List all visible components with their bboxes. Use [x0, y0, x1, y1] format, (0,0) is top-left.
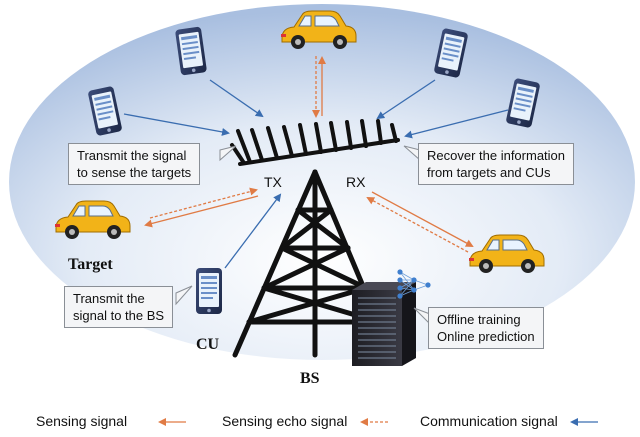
- server-icon: [352, 282, 416, 366]
- communication-arrow: [376, 79, 436, 120]
- communication-arrow: [404, 109, 509, 139]
- communication-arrow: [209, 79, 264, 118]
- legend-communication: Communication signal: [420, 413, 558, 429]
- coverage-area: [9, 4, 635, 360]
- sensing-arrow: [371, 191, 474, 247]
- neural-network-icon: [397, 269, 431, 299]
- callout-transmit-bs: Transmit the signal to the BS: [64, 286, 174, 328]
- sensing-arrow: [144, 195, 259, 228]
- communication-arrows: [123, 79, 509, 269]
- cu-label: CU: [196, 336, 220, 353]
- callout-line: Transmit the: [73, 291, 145, 306]
- callout-line: Recover the information: [427, 148, 566, 163]
- callout-line: signal to the BS: [73, 308, 165, 323]
- callout-line: to sense the targets: [77, 165, 192, 180]
- tx-label: TX: [264, 174, 282, 190]
- legend-echo: Sensing echo signal: [222, 413, 348, 429]
- callout-training: Offline training Online prediction: [428, 307, 544, 349]
- sensing-arrows: [144, 56, 474, 253]
- target-label: Target: [68, 256, 113, 273]
- callout-line: Transmit the signal: [77, 148, 187, 163]
- communication-arrow: [224, 193, 282, 269]
- bs-label: BS: [300, 370, 320, 387]
- communication-arrow: [123, 113, 230, 136]
- echo-arrow: [149, 187, 258, 219]
- callout-recover-info: Recover the information from targets and…: [418, 143, 575, 185]
- callout-pointers: [175, 145, 431, 326]
- antenna-array: [230, 119, 400, 166]
- callout-line: from targets and CUs: [427, 165, 551, 180]
- legend-sensing: Sensing signal: [36, 413, 128, 429]
- echo-arrow: [366, 197, 469, 253]
- rx-label: RX: [346, 174, 366, 190]
- callout-line: Offline training: [437, 312, 521, 327]
- callout-line: Online prediction: [437, 329, 535, 344]
- callout-transmit-targets: Transmit the signal to sense the targets: [68, 143, 201, 185]
- phone-icon: [196, 268, 222, 314]
